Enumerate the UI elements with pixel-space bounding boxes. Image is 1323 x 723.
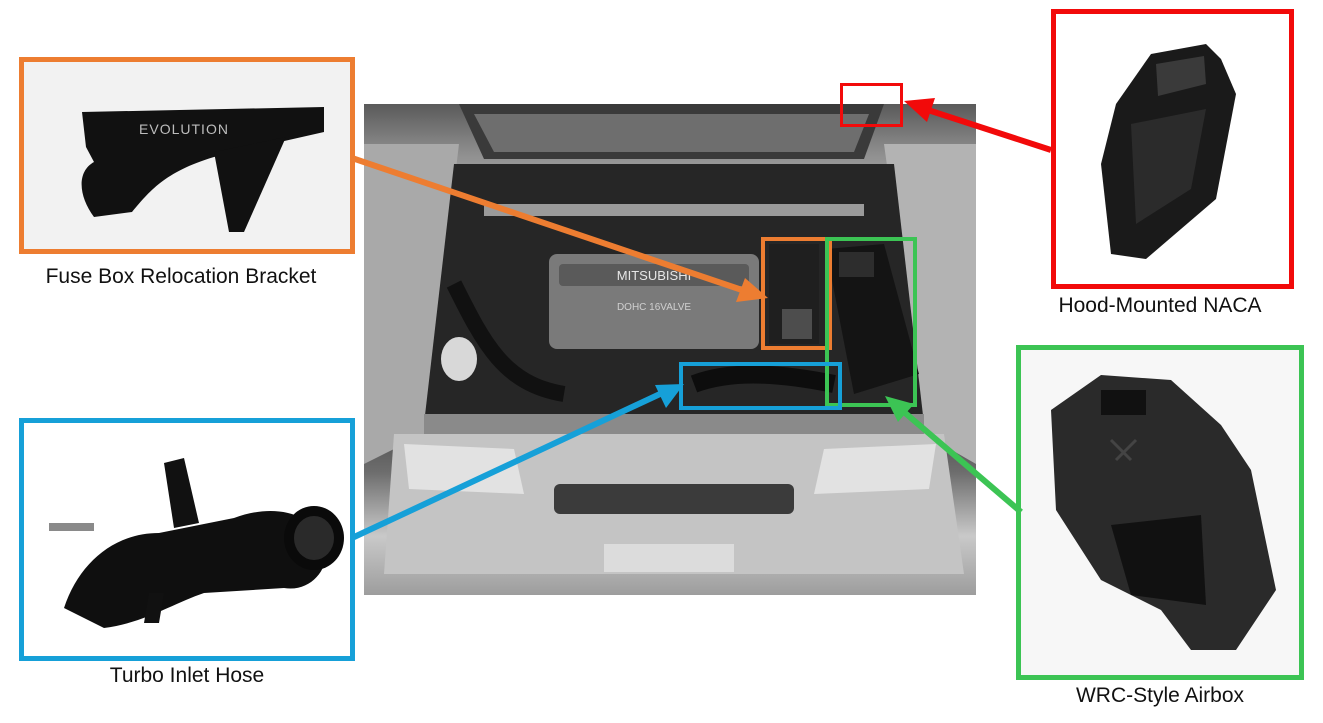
wrc-airbox-panel	[1016, 345, 1304, 680]
wrc-airbox-caption: WRC-Style Airbox	[1075, 684, 1245, 707]
fuse-bracket-image: EVOLUTION	[81, 107, 324, 232]
naca-highlight-box	[840, 83, 903, 127]
hood-naca-caption: Hood-Mounted NACA	[1058, 294, 1262, 317]
hood-naca-image	[1101, 44, 1236, 259]
hood-naca-panel	[1051, 9, 1294, 289]
airbox-highlight-box	[825, 237, 917, 407]
fuse-bracket-panel: EVOLUTION	[19, 57, 355, 254]
fuse-box-highlight-box	[761, 237, 832, 350]
fuse-bracket-caption: Fuse Box Relocation Bracket	[45, 265, 317, 288]
turbo-hose-panel	[19, 418, 355, 661]
cam-cover-text: DOHC 16VALVE	[617, 302, 691, 313]
turbo-hose-highlight-box	[679, 362, 842, 410]
turbo-hose-image	[49, 458, 344, 628]
wrc-airbox-image	[1051, 375, 1276, 650]
valve-cover-badge: MITSUBISHI	[617, 268, 691, 283]
turbo-hose-caption: Turbo Inlet Hose	[109, 664, 265, 687]
bracket-stamp: EVOLUTION	[139, 121, 229, 137]
